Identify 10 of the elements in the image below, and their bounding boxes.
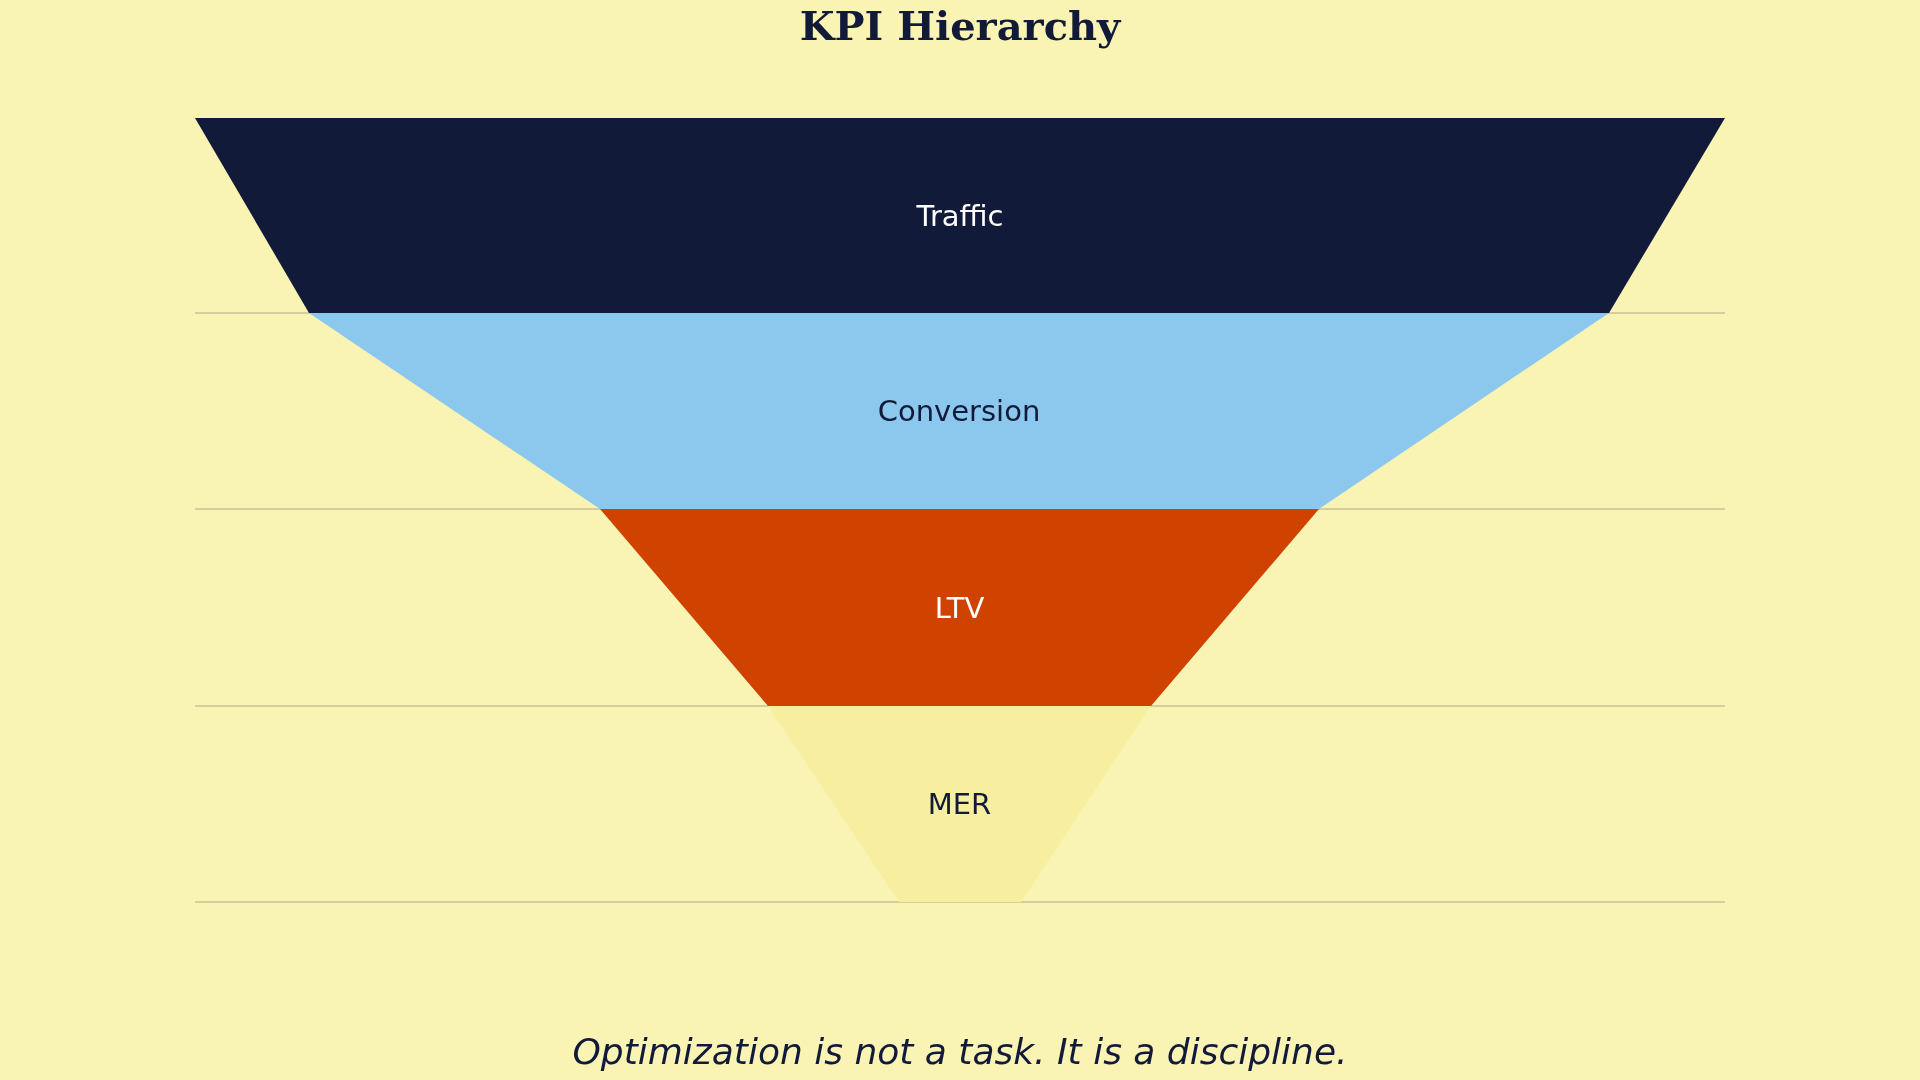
- funnel-band: [600, 509, 1319, 706]
- band-label: MER: [927, 787, 992, 821]
- caption: Optimization is not a task. It is a discipline.: [571, 1030, 1349, 1074]
- band-label: Conversion: [877, 394, 1041, 428]
- band-label: Traffic: [916, 198, 1004, 233]
- title: KPI Hierarchy: [798, 1, 1123, 51]
- band-label: LTV: [934, 590, 985, 625]
- funnel-band: [195, 118, 1725, 313]
- funnel-band: [309, 313, 1609, 509]
- funnel-band: [768, 706, 1151, 902]
